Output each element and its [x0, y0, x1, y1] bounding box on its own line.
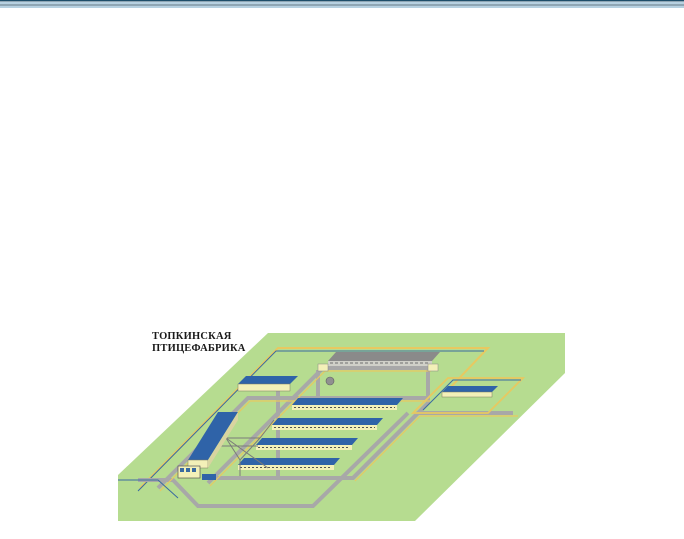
top-building [317, 352, 440, 372]
upper-left-building [237, 376, 298, 392]
perimeter-fence [139, 347, 491, 489]
tank [325, 376, 335, 386]
poultry-farm-illustration [118, 333, 565, 521]
title-line-1: ТОПКИНСКАЯ [152, 331, 232, 342]
entrance-checkpoint [177, 465, 216, 480]
poultry-house-1 [292, 398, 403, 410]
poultry-house-2 [272, 418, 383, 430]
conveyor-gallery [218, 419, 275, 476]
left-processing-building [187, 412, 238, 469]
diagram-title: ТОПКИНСКАЯ ПТИЦЕФАБРИКА [152, 331, 246, 355]
poultry-house-3 [256, 438, 358, 450]
header-rule [0, 0, 684, 8]
poultry-house-4 [238, 458, 340, 470]
title-line-2: ПТИЦЕФАБРИКА [152, 343, 246, 354]
annex-fence [410, 377, 526, 414]
right-annex-building [441, 386, 498, 398]
